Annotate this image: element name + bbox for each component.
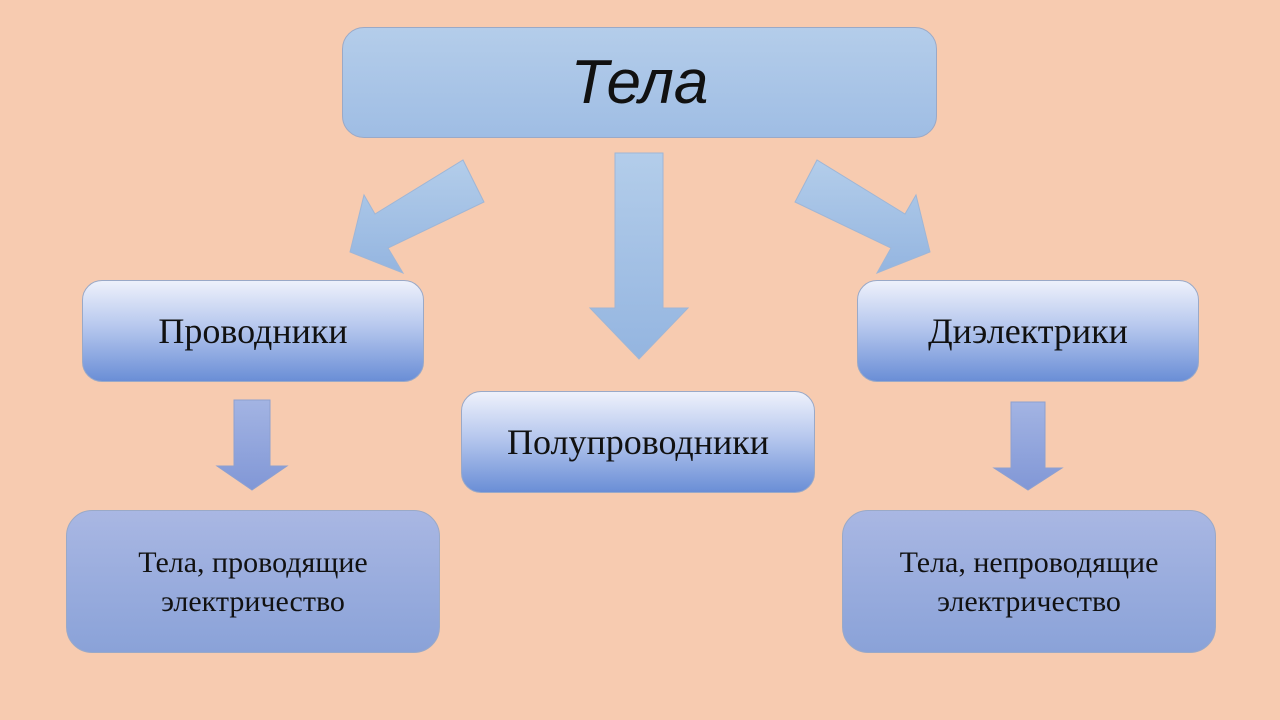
arrow-root-to-semiconductors — [588, 152, 690, 360]
node-conductors-label: Проводники — [158, 311, 348, 351]
node-conductors-description: Тела, проводящие электричество — [66, 510, 440, 653]
node-semiconductors-label: Полупроводники — [506, 422, 770, 462]
node-conductors: Проводники — [82, 280, 424, 382]
node-dielectrics: Диэлектрики — [857, 280, 1199, 382]
node-conductors-description-label: Тела, проводящие электричество — [138, 545, 368, 618]
arrow-root-to-conductors — [349, 159, 485, 275]
arrow-dielectrics-to-desc — [992, 401, 1064, 491]
arrow-root-to-dielectrics — [794, 159, 931, 274]
root-node-bodies: Тела — [342, 27, 937, 138]
node-dielectrics-label: Диэлектрики — [928, 311, 1128, 351]
node-dielectrics-description-label: Тела, непроводящие электричество — [899, 545, 1159, 618]
root-node-label: Тела — [570, 48, 709, 117]
node-dielectrics-description: Тела, непроводящие электричество — [842, 510, 1216, 653]
node-semiconductors: Полупроводники — [461, 391, 815, 493]
arrow-conductors-to-desc — [215, 399, 289, 491]
